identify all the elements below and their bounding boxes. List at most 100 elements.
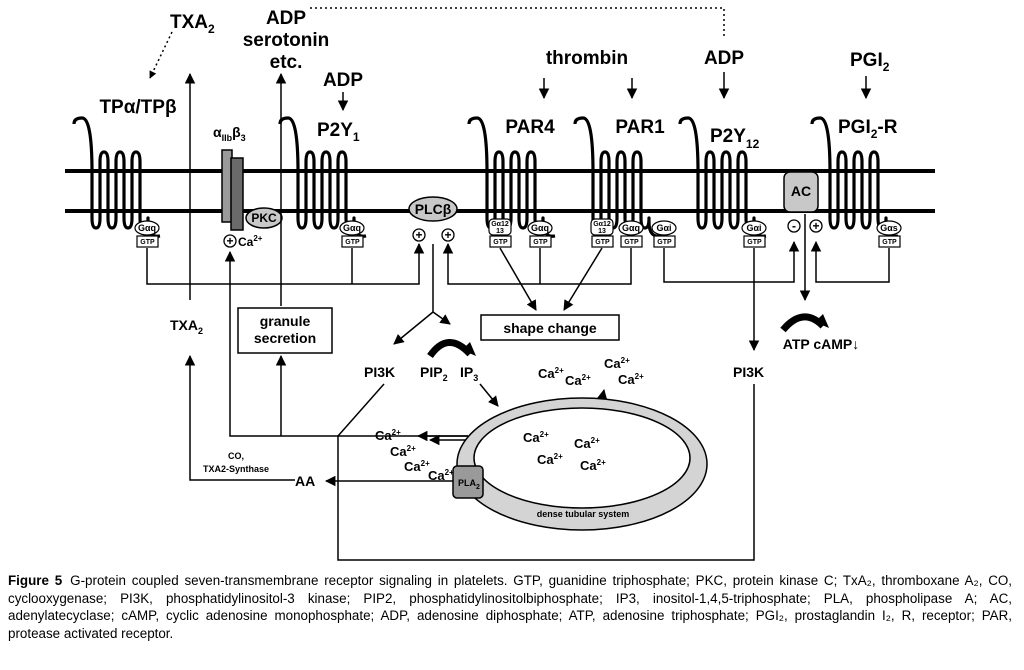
ca-integrin-label: Ca2+: [238, 234, 263, 249]
plcb-label: PLCβ: [415, 201, 452, 217]
caption-text: G-protein coupled seven-transmembrane re…: [8, 573, 1012, 641]
ca-cyto-2: Ca2+: [565, 373, 591, 388]
gi-collector: [663, 240, 800, 283]
svg-text:+: +: [812, 219, 819, 233]
ca-dts-3: Ca2+: [537, 452, 563, 467]
g1213-par1-to-shape: [563, 247, 603, 311]
pi3k-right-label: PI3K: [733, 364, 764, 380]
svg-text:GTP: GTP: [140, 239, 155, 246]
ca-left-2: Ca2+: [390, 444, 416, 459]
pla2-label: PLA2: [458, 478, 480, 491]
svg-text:GTP: GTP: [595, 239, 610, 246]
svg-text:GTP: GTP: [657, 239, 672, 246]
svg-text:GTP: GTP: [493, 239, 508, 246]
svg-text:GTP: GTP: [747, 239, 762, 246]
granule-line2: secretion: [254, 330, 316, 346]
gprotein-badges: Gαq GTP Gαq GTP Gα12 13 GTP Gαq GTP Gα12…: [134, 218, 902, 248]
par4-label: PAR4: [505, 117, 555, 138]
ac-label: AC: [791, 183, 811, 199]
gaq-badge-par4: Gαq GTP: [527, 220, 553, 248]
plus-circle-plc-right: [441, 228, 455, 242]
svg-text:Gα12: Gα12: [593, 221, 611, 228]
adp-serotonin-line1: ADP: [266, 8, 306, 29]
svg-text:Gα12: Gα12: [491, 221, 509, 228]
svg-text:GTP: GTP: [624, 239, 639, 246]
svg-text:+: +: [226, 234, 233, 248]
svg-text:Gαq: Gαq: [138, 223, 156, 233]
adp-serotonin-line3: etc.: [270, 52, 303, 73]
par1-label: PAR1: [615, 117, 665, 138]
pgi2r-label: PGI2-R: [838, 117, 898, 141]
p2y1-label: P2Y1: [317, 120, 360, 144]
figure-number: Figure 5: [8, 573, 63, 588]
atp-camp-curved-arrowhead: [815, 314, 829, 328]
pip2-label: PIP2: [420, 364, 448, 383]
ca-dts-4: Ca2+: [580, 458, 606, 473]
gq-collector-left: [146, 242, 425, 285]
gaq-badge-tp: Gαq GTP: [134, 220, 160, 248]
tp-receptor-label: TPα/TPβ: [99, 97, 176, 118]
svg-text:Gαi: Gαi: [746, 223, 761, 233]
adp-p2y12-dotted-link: [310, 7, 725, 36]
pip2-ip3-curved-arrowhead: [462, 342, 476, 356]
txa2-top-label: TXA2: [170, 12, 215, 36]
ga1213-badge-par4: Gα12 13 GTP: [488, 218, 512, 248]
gas-badge: Gαs GTP: [876, 220, 902, 248]
svg-text:GTP: GTP: [345, 239, 360, 246]
dts-label: dense tubular system: [537, 509, 630, 519]
svg-text:13: 13: [598, 228, 606, 235]
gaq-badge-par1: Gαq GTP: [618, 220, 644, 248]
adp-p2y1-agonist: ADP: [323, 70, 363, 91]
granule-secretion-box: [237, 307, 333, 354]
aa-to-txa2: [184, 354, 295, 481]
gaq-badge-p2y1: Gαq GTP: [339, 220, 365, 248]
svg-text:+: +: [444, 228, 451, 242]
p2y12-label: P2Y12: [710, 126, 760, 151]
atp-camp-label: ATP cAMP↓: [783, 336, 860, 352]
platelet-signaling-diagram: PKC PLCβ AC Gαq GTP Gαq GTP Gα12 13 GTP …: [65, 7, 935, 561]
granule-line1: granule: [260, 313, 311, 329]
co-label: CO,: [228, 451, 244, 461]
ca-cyto-4: Ca2+: [618, 372, 644, 387]
plus-circle-plc-left: [412, 228, 426, 242]
pla2-box: [452, 465, 484, 499]
svg-text:Gαi: Gαi: [656, 223, 671, 233]
svg-text:GTP: GTP: [533, 239, 548, 246]
ca-left-3: Ca2+: [404, 459, 430, 474]
svg-text:Gαq: Gαq: [343, 223, 361, 233]
plus-circle-ac: [809, 219, 823, 233]
shape-change-label: shape change: [503, 320, 597, 336]
svg-text:Gαs: Gαs: [880, 223, 898, 233]
pkc-label: PKC: [251, 211, 277, 225]
adp-serotonin-line2: serotonin: [243, 30, 330, 51]
pgi2r-receptor-helices: [810, 116, 899, 238]
ca-cyto-1: Ca2+: [538, 366, 564, 381]
dts-inner: [473, 407, 691, 509]
ca-cyto-3: Ca2+: [604, 356, 630, 371]
plcb-ellipse: [408, 196, 458, 222]
adp-p2y12-agonist: ADP: [704, 48, 744, 69]
ca-labels: Ca2+Ca2+Ca2+Ca2+Ca2+Ca2+Ca2+Ca2+Ca2+Ca2+…: [375, 356, 644, 483]
tp-receptor-helices: [72, 116, 161, 238]
integrin-label: αIIbβ3: [213, 124, 246, 143]
plc-down: [393, 244, 434, 345]
svg-text:13: 13: [496, 228, 504, 235]
pi3k-left-to-ring: [337, 383, 385, 437]
pi3k-left-label: PI3K: [364, 364, 395, 380]
pkc-ellipse: [245, 207, 283, 229]
atp-camp-curved-arrow: [780, 313, 826, 333]
svg-text:Gαq: Gαq: [531, 223, 549, 233]
minus-circle-ac: [787, 219, 801, 233]
ip3-to-dts: [479, 383, 499, 407]
svg-text:GTP: GTP: [882, 239, 897, 246]
ca-left-1: Ca2+: [375, 428, 401, 443]
integrin-bar-dark: [230, 157, 244, 231]
aa-label: AA: [295, 473, 315, 489]
svg-text:+: +: [415, 228, 422, 242]
gai-badge-1: Gαi GTP: [651, 220, 677, 248]
txa2-to-tp-dotted-arrow: [149, 31, 173, 79]
top-connectors: [149, 7, 872, 306]
receptor-helices: [72, 116, 899, 238]
thrombin-label: thrombin: [546, 48, 628, 69]
